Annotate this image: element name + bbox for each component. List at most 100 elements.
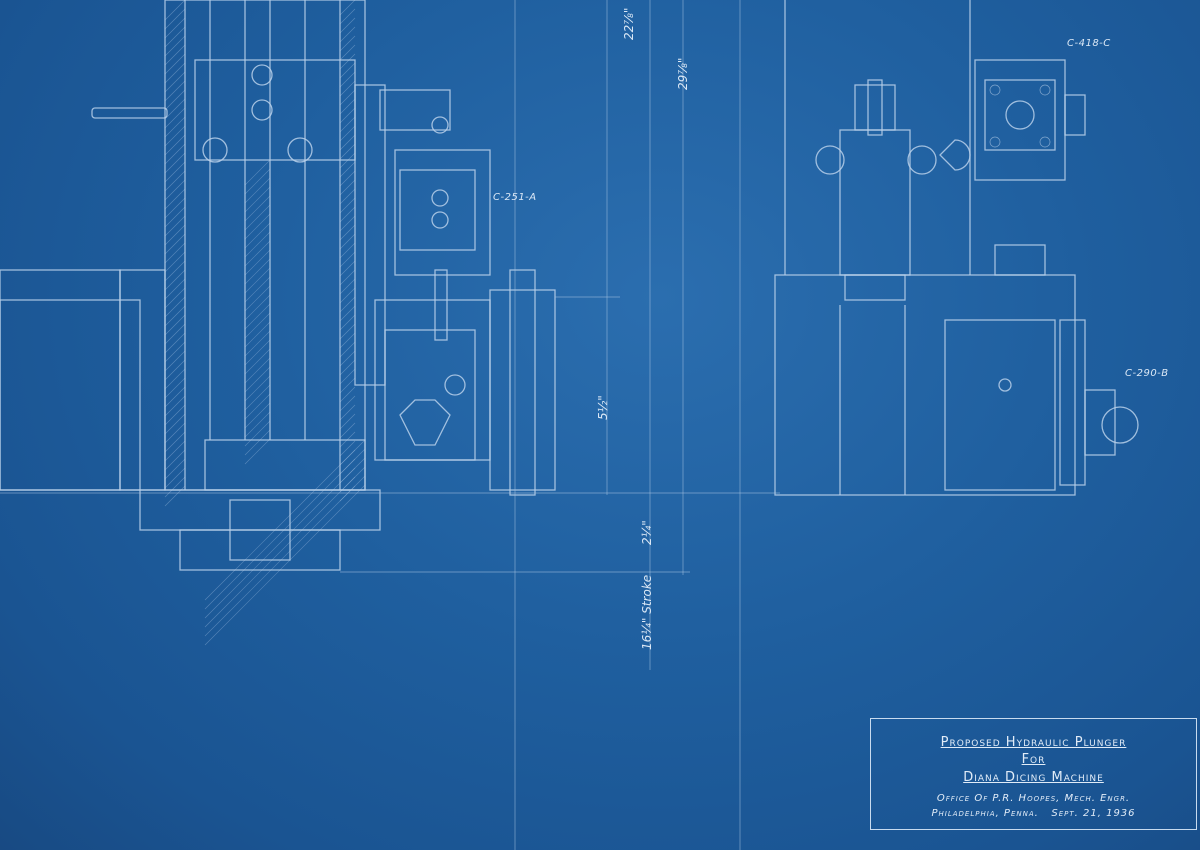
location: Philadelphia, Penna.	[931, 808, 1039, 819]
hatch-line	[244, 330, 271, 357]
hatch-line	[164, 476, 186, 498]
hatch-line	[164, 296, 186, 318]
hatch-line	[244, 321, 271, 348]
hatch-line	[339, 224, 356, 241]
plunger-section-view	[0, 0, 556, 571]
hatch-line	[339, 323, 356, 340]
hatch-line	[339, 107, 356, 124]
hatch-line	[339, 242, 356, 259]
hatch-line	[339, 458, 356, 475]
hatch-line	[244, 186, 271, 213]
hatch-line	[244, 411, 271, 438]
hatch-line	[339, 53, 356, 70]
hatch-line	[339, 314, 356, 331]
hatch-line	[164, 233, 186, 255]
hatch-line	[164, 449, 186, 471]
hatch-line	[164, 152, 186, 174]
hatch-line	[204, 448, 366, 610]
hatch-line	[339, 17, 356, 34]
dimension-29-7-8: 29⅞"	[676, 57, 690, 90]
hatch-line	[164, 287, 186, 309]
hatch-line	[339, 413, 356, 430]
hatch-line	[164, 0, 186, 21]
hatch-line	[164, 215, 186, 237]
hatch-line	[164, 188, 186, 210]
hatch-line	[339, 278, 356, 295]
hatch-line	[339, 269, 356, 286]
hatch-line	[244, 267, 271, 294]
hatch-line	[339, 251, 356, 268]
hatch-line	[164, 17, 186, 39]
hatch-line	[339, 377, 356, 394]
hatch-line	[339, 467, 356, 484]
hatch-line	[339, 440, 356, 457]
drawing-title-for: For	[1021, 752, 1046, 767]
valve-elevation-view	[774, 0, 1139, 496]
section-hatching	[164, 0, 366, 646]
part-label-c418c: C-418-C	[1067, 38, 1111, 49]
hatch-line	[164, 404, 186, 426]
hatch-line	[164, 161, 186, 183]
hatch-line	[244, 285, 271, 312]
part-label-c251a: C-251-A	[493, 192, 537, 203]
hatch-line	[164, 431, 186, 453]
hatch-line	[244, 429, 271, 456]
hatch-line	[244, 402, 271, 429]
hatch-line	[164, 44, 186, 66]
hatch-line	[244, 393, 271, 420]
hatch-line	[339, 8, 356, 25]
hatch-line	[204, 475, 366, 637]
hatch-line	[339, 89, 356, 106]
location-date-line: Philadelphia, Penna. Sept. 21, 1936	[871, 808, 1196, 819]
hatch-line	[164, 359, 186, 381]
hatch-line	[244, 276, 271, 303]
hatch-line	[164, 242, 186, 264]
hatch-line	[164, 107, 186, 129]
hatch-line	[339, 134, 356, 151]
hatch-line	[244, 348, 271, 375]
hatch-line	[204, 466, 366, 628]
hatch-line	[244, 168, 271, 195]
hatch-line	[164, 89, 186, 111]
hatch-line	[244, 159, 271, 186]
dimension-22-7-8: 22⅞"	[622, 7, 636, 40]
hatch-line	[339, 296, 356, 313]
hatch-line	[204, 484, 366, 646]
hatch-line	[339, 98, 356, 115]
hatch-line	[339, 422, 356, 439]
hatch-line	[164, 467, 186, 489]
hatch-line	[244, 294, 271, 321]
hatch-line	[164, 323, 186, 345]
hatch-line	[164, 332, 186, 354]
hatch-line	[164, 440, 186, 462]
hatch-line	[164, 305, 186, 327]
hatch-line	[164, 134, 186, 156]
hatch-line	[204, 457, 366, 619]
hatch-line	[164, 368, 186, 390]
hatch-line	[164, 377, 186, 399]
hatch-line	[339, 26, 356, 43]
hatch-line	[244, 366, 271, 393]
hatch-line	[164, 71, 186, 93]
hatch-line	[164, 179, 186, 201]
hatch-line	[339, 449, 356, 466]
hatch-line	[164, 116, 186, 138]
hatch-line	[244, 357, 271, 384]
hatch-line	[244, 384, 271, 411]
hatch-line	[164, 314, 186, 336]
dimension-stroke: 16¼" Stroke	[640, 574, 654, 650]
hatch-line	[339, 332, 356, 349]
machine-name: Diana Dicing Machine	[963, 770, 1104, 785]
hatch-line	[339, 179, 356, 196]
hatch-line	[244, 258, 271, 285]
hatch-line	[164, 224, 186, 246]
hatch-line	[339, 215, 356, 232]
hatch-line	[164, 251, 186, 273]
hatch-line	[339, 359, 356, 376]
hatch-line	[164, 98, 186, 120]
hatch-line	[244, 438, 271, 465]
hatch-line	[164, 269, 186, 291]
hatch-line	[339, 305, 356, 322]
